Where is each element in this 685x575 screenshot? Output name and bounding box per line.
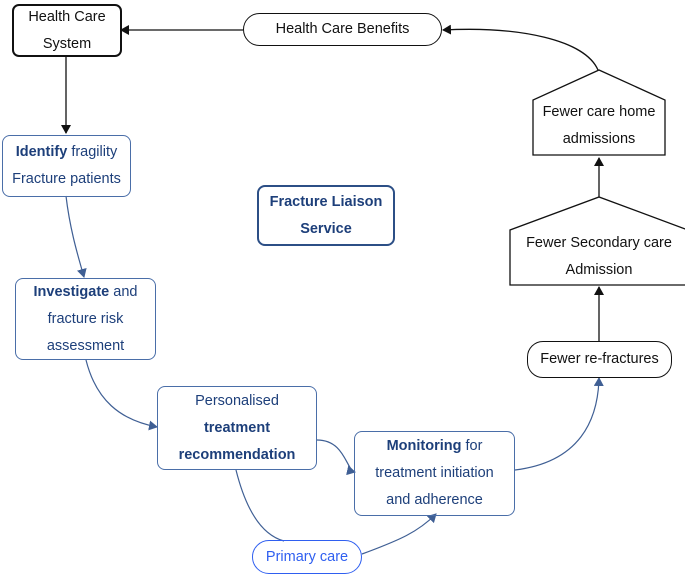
health-care-system-line1: Health Care	[28, 8, 106, 25]
identify-line2: Fracture patients	[12, 171, 121, 187]
house-shape-secondary	[509, 196, 685, 286]
fewer-secondary-node: Fewer Secondary care Admission	[510, 230, 685, 284]
personalised-line3: recommendation	[178, 446, 296, 463]
monitoring-rest: for	[461, 438, 483, 454]
fls-line2: Service	[300, 220, 352, 237]
monitoring-line2: treatment initiation	[375, 465, 494, 481]
identify-bold: Identify	[15, 144, 68, 160]
fewer-secondary-line2: Admission	[565, 262, 633, 278]
arrow-personalised-to-monitoring	[316, 439, 356, 476]
fewer-care-home-node: Fewer care home admissions	[533, 99, 665, 153]
monitoring-node: Monitoring for treatment initiation and …	[354, 431, 515, 516]
fewer-refractures-label: Fewer re-fractures	[540, 351, 659, 367]
identify-node: Identify fragility Fracture patients	[2, 135, 131, 197]
arrow-investigate-to-personalised	[85, 359, 158, 431]
fewer-care-home-line2: admissions	[562, 131, 636, 147]
arrow-carehome-to-benefits	[442, 24, 599, 71]
line-personalised-to-primary	[235, 469, 285, 542]
primary-care-label: Primary care	[265, 548, 349, 565]
fewer-care-home-line1: Fewer care home	[542, 104, 656, 120]
arrow-monitoring-to-refractures	[514, 377, 604, 471]
personalised-line2: treatment	[203, 419, 271, 436]
primary-care-node: Primary care	[252, 540, 362, 574]
monitoring-bold: Monitoring	[386, 438, 462, 454]
health-care-system-line2: System	[42, 35, 92, 52]
arrow-identify-to-investigate	[65, 195, 87, 278]
investigate-bold: Investigate	[33, 283, 110, 300]
fls-line1: Fracture Liaison	[269, 193, 383, 210]
arrow-primary-to-monitoring	[361, 513, 437, 555]
fewer-secondary-line1: Fewer Secondary care	[526, 235, 672, 251]
house-shape-care-home	[532, 69, 666, 156]
identify-line1: Identify fragility	[16, 139, 118, 166]
investigate-rest: and	[109, 283, 138, 300]
investigate-line1: Investigate and	[34, 279, 138, 306]
monitoring-line1: Monitoring for	[387, 433, 483, 460]
fls-center-node: Fracture Liaison Service	[257, 185, 395, 246]
health-care-benefits-node: Health Care Benefits	[243, 13, 442, 46]
investigate-node: Investigate and fracture risk assessment	[15, 278, 156, 360]
identify-rest: fragility	[67, 144, 118, 160]
health-care-benefits-label: Health Care Benefits	[275, 21, 410, 37]
monitoring-line3: and adherence	[386, 492, 483, 508]
personalised-line1: Personalised	[195, 392, 279, 409]
fewer-refractures-node: Fewer re-fractures	[527, 341, 672, 378]
personalised-node: Personalised treatment recommendation	[157, 386, 317, 470]
health-care-system-node: Health Care System	[12, 4, 122, 57]
investigate-line3: assessment	[46, 337, 125, 354]
investigate-line2: fracture risk	[47, 310, 124, 327]
